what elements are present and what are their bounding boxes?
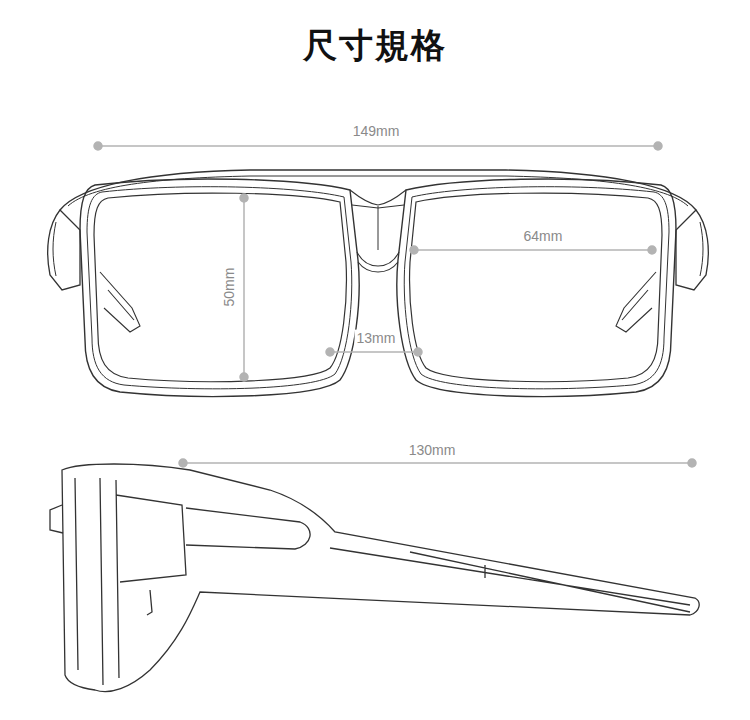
dimension-dot: [648, 246, 656, 254]
dimension-dot: [414, 348, 422, 356]
dimension-label: 64mm: [522, 228, 565, 245]
dimension-line: [414, 249, 652, 251]
bridge-center: [378, 206, 379, 250]
frame-right: [378, 170, 708, 396]
notch: [147, 590, 152, 615]
dimension-dot: [410, 246, 418, 254]
dimension-dot: [326, 348, 334, 356]
dimension-label: 149mm: [351, 123, 402, 140]
dimension-line: [330, 351, 418, 353]
page-title: 尺寸規格: [303, 23, 447, 69]
dimension-line: [243, 198, 245, 377]
dimension-lines: [94, 142, 696, 467]
vent-slot: [186, 508, 310, 549]
dimension-label: 130mm: [407, 442, 458, 459]
front-profile: [62, 464, 699, 692]
dimension-dot: [179, 459, 187, 467]
dimension-label: 50mm: [221, 266, 238, 309]
dimension-line: [98, 145, 658, 147]
dimension-dot: [688, 459, 696, 467]
side-shield: [116, 495, 186, 582]
dimension-label: 13mm: [355, 330, 398, 347]
hinge: [50, 505, 63, 533]
temple-line: [330, 548, 690, 612]
dimension-dot: [240, 194, 248, 202]
dimension-line: [183, 462, 692, 464]
frame-left: [48, 170, 378, 396]
dimension-dot: [94, 142, 102, 150]
dimension-dot: [240, 373, 248, 381]
dimension-dot: [654, 142, 662, 150]
side-view: [50, 464, 699, 692]
lens-front: [75, 478, 119, 685]
